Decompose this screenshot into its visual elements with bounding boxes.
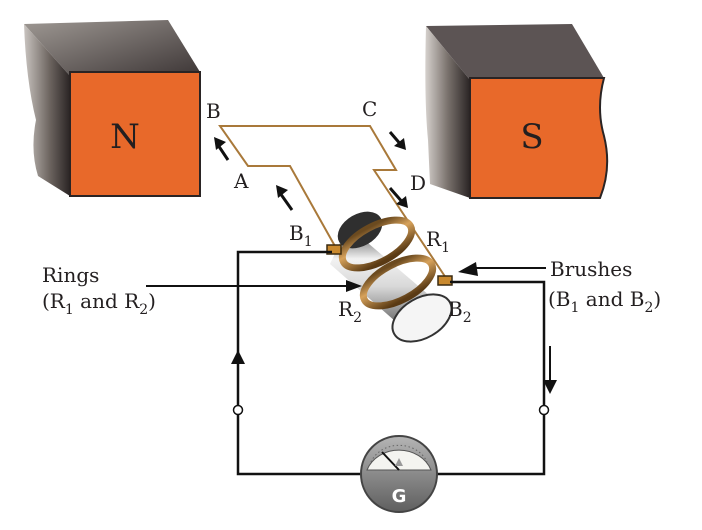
north-magnet-face (69, 71, 201, 197)
callout-arrow-icon (458, 262, 478, 276)
north-pole-label: N (110, 117, 140, 157)
label-r2: R2 (338, 297, 362, 326)
south-magnet-face (469, 77, 609, 199)
label-r1: R1 (426, 227, 450, 256)
brush-b1 (326, 244, 342, 255)
label-b1: B1 (289, 221, 313, 250)
coil-abcd (218, 125, 447, 279)
circuit-current-arrow-right (543, 346, 557, 394)
coil-outer-wire (218, 125, 447, 279)
current-arrow-icon (543, 380, 557, 394)
galvanometer-needle (381, 451, 400, 471)
rings-detail: (R1 and R2) (42, 289, 156, 318)
callout-rings: Rings (R1 and R2) (42, 263, 362, 318)
galvanometer-label: G (392, 486, 407, 507)
brushes-title: Brushes (550, 257, 632, 281)
south-magnet: S (425, 24, 609, 199)
label-b2: B2 (448, 297, 472, 326)
south-magnet-side (425, 26, 470, 198)
coil-corner-d: D (410, 171, 426, 195)
slip-ring-assembly (326, 211, 453, 343)
svg-text:R2: R2 (338, 297, 362, 326)
galvanometer-scale (370, 444, 428, 463)
axle-end (391, 293, 453, 343)
svg-text:B1: B1 (289, 221, 313, 250)
terminal-left (232, 404, 244, 416)
terminal-right (538, 404, 550, 416)
coil-corner-b: B (206, 99, 221, 123)
current-arrow-icon (276, 185, 288, 198)
galvanometer-icon: G (360, 435, 438, 513)
slip-ring-r1 (338, 216, 416, 272)
coil-current-arrows (214, 131, 408, 211)
north-magnet-side (24, 24, 70, 196)
south-pole-label: S (520, 117, 543, 157)
callout-arrow-icon (346, 280, 362, 292)
circuit-current-arrow-left (231, 350, 245, 396)
callout-brushes: Brushes (B1 and B2) (458, 257, 661, 316)
rings-title: Rings (42, 263, 99, 287)
north-magnet-top (24, 20, 200, 76)
coil-corner-c: C (362, 97, 377, 121)
svg-text:R1: R1 (426, 227, 450, 256)
svg-text:B2: B2 (448, 297, 472, 326)
current-arrow-icon (214, 137, 226, 150)
north-magnet: N (24, 20, 201, 197)
circuit-right-wire (436, 280, 546, 476)
current-arrow-icon (231, 350, 245, 364)
slip-ring-r2 (359, 254, 437, 310)
brush-b2 (437, 275, 453, 286)
south-magnet-top (426, 24, 604, 80)
coil-corner-a: A (233, 169, 249, 193)
brushes-detail: (B1 and B2) (548, 287, 661, 316)
